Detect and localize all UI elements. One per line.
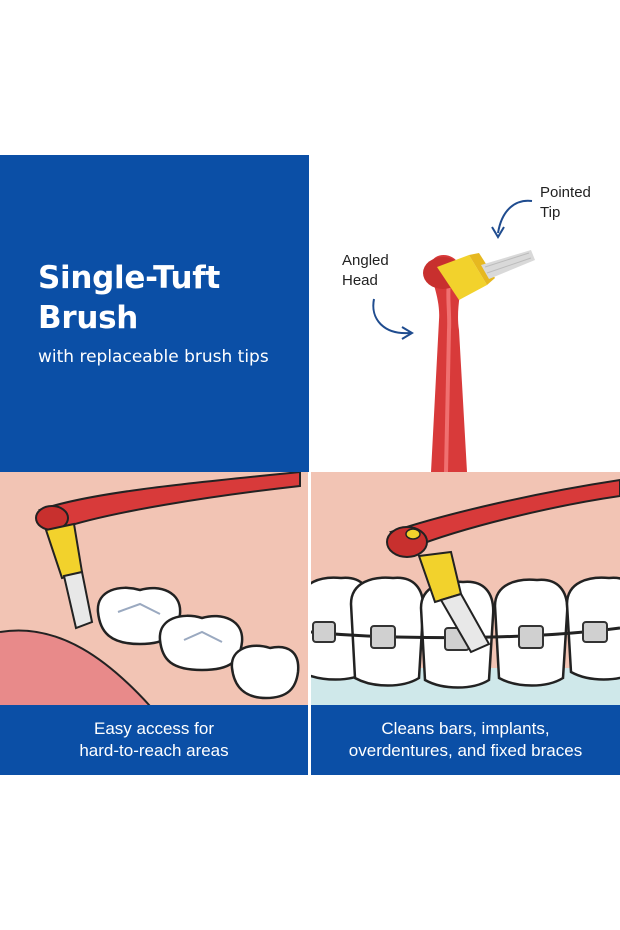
callout-tip-line2: Tip: [540, 204, 561, 221]
curved-arrow-icon: [372, 298, 414, 340]
caption-right-line1: Cleans bars, implants,: [381, 719, 550, 738]
caption-left-line2: hard-to-reach areas: [79, 741, 229, 760]
illustration-braces: [311, 472, 620, 706]
callout-head-line1: Angled: [342, 252, 389, 269]
illustration-molars: [0, 472, 308, 706]
caption-left-line1: Easy access for: [94, 719, 214, 738]
teeth-illustration: [0, 472, 308, 706]
caption-right-line2: overdentures, and fixed braces: [348, 741, 583, 760]
hero-title-line2: Brush: [38, 300, 139, 336]
braces-illustration: [311, 472, 620, 706]
caption-right: Cleans bars, implants, overdentures, and…: [311, 705, 620, 775]
callout-pointed-tip: Pointed Tip: [540, 183, 610, 223]
product-image: [309, 155, 620, 472]
toothbrush-illustration: [423, 250, 535, 472]
callout-angled-head: Angled Head: [342, 251, 412, 291]
callout-head-line2: Head: [342, 272, 378, 289]
hero-title: Single-Tuft Brush: [38, 258, 298, 338]
callout-tip-line1: Pointed: [540, 184, 591, 201]
caption-left: Easy access for hard-to-reach areas: [0, 705, 308, 775]
panel-divider: [308, 472, 311, 775]
curved-arrow-icon: [491, 199, 533, 239]
hero-title-line1: Single-Tuft: [38, 260, 220, 296]
hero-subtitle: with replaceable brush tips: [38, 347, 269, 367]
hero-panel: [0, 155, 309, 472]
